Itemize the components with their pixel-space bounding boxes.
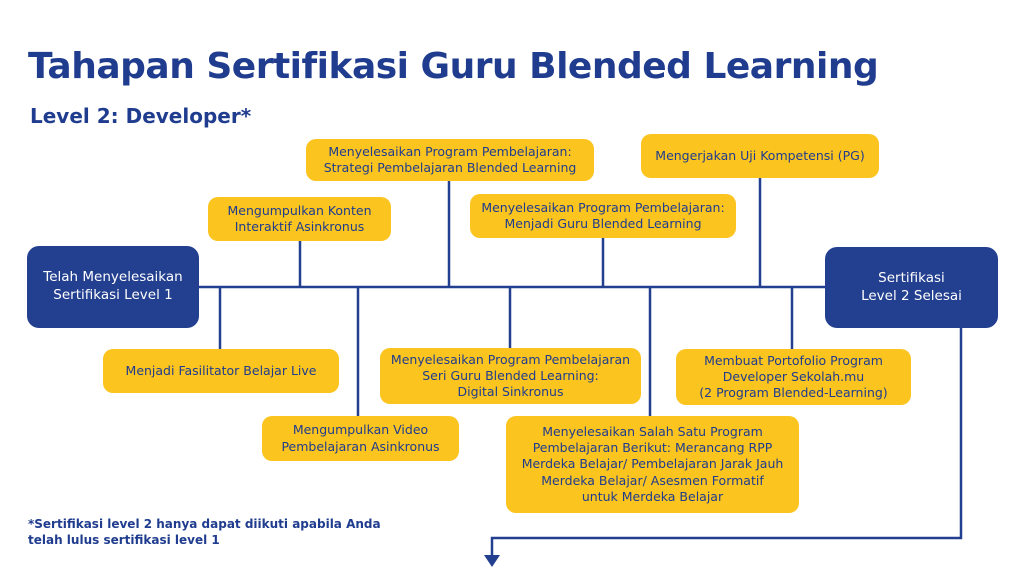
step-node: Membuat Portofolio Program Developer Sek… (676, 349, 911, 405)
page-title: Tahapan Sertifikasi Guru Blended Learnin… (28, 46, 879, 87)
page-subtitle: Level 2: Developer* (30, 104, 252, 128)
step-node: Mengumpulkan Video Pembelajaran Asinkron… (262, 416, 459, 461)
step-node: Mengerjakan Uji Kompetensi (PG) (641, 134, 879, 178)
exit-connector (490, 327, 963, 556)
start-node: Telah Menyelesaikan Sertifikasi Level 1 (27, 246, 199, 328)
step-node: Menyelesaikan Program Pembelajaran Seri … (380, 348, 641, 404)
step-node: Menjadi Fasilitator Belajar Live (103, 349, 339, 393)
arrow-down-icon (484, 555, 500, 567)
step-node: Menyelesaikan Program Pembelajaran: Menj… (470, 194, 736, 238)
end-node: Sertifikasi Level 2 Selesai (825, 247, 998, 328)
step-node: Menyelesaikan Program Pembelajaran: Stra… (306, 139, 594, 181)
footnote: *Sertifikasi level 2 hanya dapat diikuti… (28, 517, 381, 548)
step-node: Menyelesaikan Salah Satu Program Pembela… (506, 416, 799, 513)
step-node: Mengumpulkan Konten Interaktif Asinkronu… (208, 197, 391, 241)
